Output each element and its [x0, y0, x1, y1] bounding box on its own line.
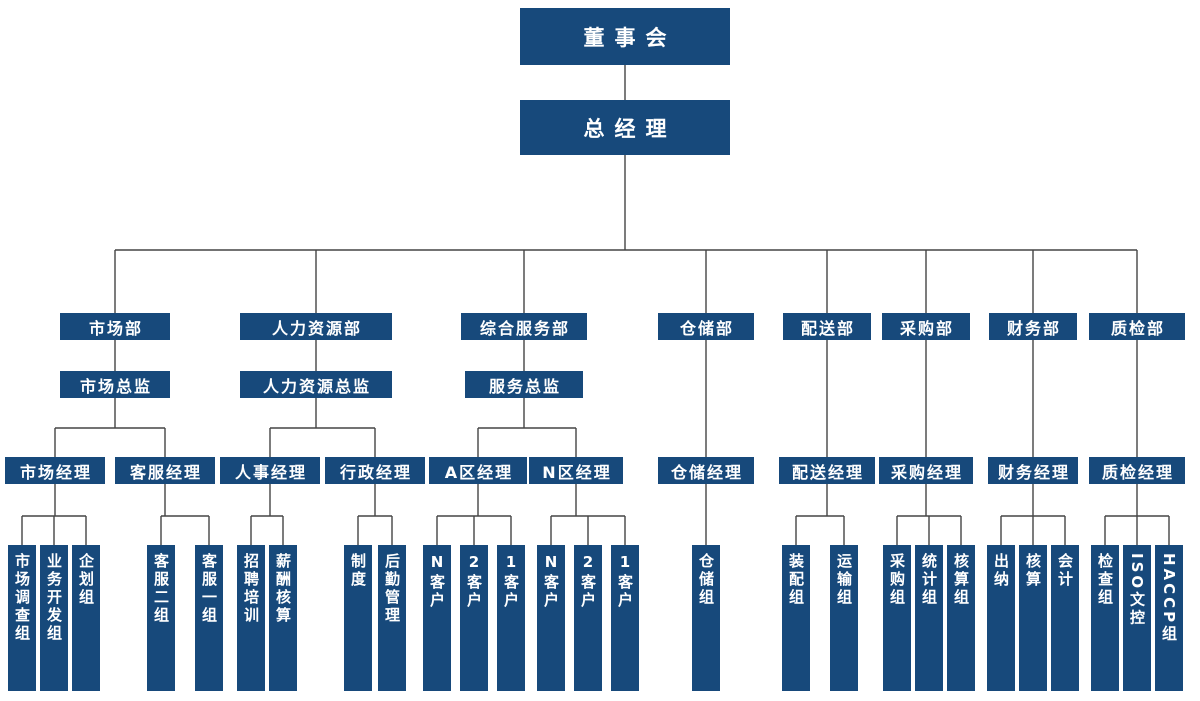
- connector-director-to-managers: [54, 398, 577, 457]
- node-dept-marketing: 市场部: [60, 313, 170, 340]
- node-dept-warehouse: 仓储部: [658, 313, 754, 340]
- node-dept-distribution: 配送部: [783, 313, 871, 340]
- node-dept-procurement: 采购部: [882, 313, 970, 340]
- node-dept-general-services: 综合服务部: [461, 313, 587, 340]
- node-team-assembly: 装配组: [782, 545, 810, 691]
- node-team-customer-service-2: 客服二组: [147, 545, 175, 691]
- node-team-planning: 企划组: [72, 545, 100, 691]
- node-team-area-n-client-2: 2客户: [574, 545, 602, 691]
- node-general-manager: 总经理: [520, 100, 730, 155]
- node-manager-finance: 财务经理: [988, 457, 1078, 484]
- node-team-customer-service-1: 客服一组: [195, 545, 223, 691]
- node-director-marketing: 市场总监: [60, 371, 170, 398]
- node-manager-customer-service: 客服经理: [115, 457, 215, 484]
- node-dept-finance: 财务部: [989, 313, 1077, 340]
- node-team-area-n-client-1: 1客户: [611, 545, 639, 691]
- node-team-transport: 运输组: [830, 545, 858, 691]
- connector-dept-drops: [114, 250, 1138, 313]
- node-team-policy: 制度: [344, 545, 372, 691]
- node-manager-area-a: A区经理: [429, 457, 527, 484]
- node-board-of-directors: 董事会: [520, 8, 730, 65]
- connector-dept-to-director: [114, 340, 525, 371]
- node-team-area-n-client-n: N客户: [537, 545, 565, 691]
- node-team-purchasing: 采购组: [883, 545, 911, 691]
- connector-dept-to-manager-direct: [705, 340, 1138, 457]
- node-team-inspection: 检查组: [1091, 545, 1119, 691]
- node-manager-warehouse: 仓储经理: [658, 457, 754, 484]
- node-manager-quality: 质检经理: [1089, 457, 1185, 484]
- node-team-business-development: 业务开发组: [40, 545, 68, 691]
- node-manager-admin: 行政经理: [325, 457, 425, 484]
- node-manager-distribution: 配送经理: [779, 457, 875, 484]
- node-director-services: 服务总监: [465, 371, 583, 398]
- node-team-recruitment-training: 招聘培训: [237, 545, 265, 691]
- node-team-area-a-client-n: N客户: [423, 545, 451, 691]
- node-team-payroll-accounting: 薪酬核算: [269, 545, 297, 691]
- node-dept-quality: 质检部: [1089, 313, 1185, 340]
- connector-manager-to-teams: [21, 484, 1170, 545]
- node-team-accounting-check: 核算: [1019, 545, 1047, 691]
- node-team-warehouse: 仓储组: [692, 545, 720, 691]
- node-team-haccp: HACCP组: [1155, 545, 1183, 691]
- node-dept-hr: 人力资源部: [240, 313, 392, 340]
- node-team-accountant: 会计: [1051, 545, 1079, 691]
- node-manager-procurement: 采购经理: [879, 457, 973, 484]
- node-manager-personnel: 人事经理: [220, 457, 320, 484]
- node-team-costing: 核算组: [947, 545, 975, 691]
- node-director-hr: 人力资源总监: [240, 371, 392, 398]
- node-team-iso-doc-control: ISO文控: [1123, 545, 1151, 691]
- node-team-market-research: 市场调查组: [8, 545, 36, 691]
- node-team-area-a-client-2: 2客户: [460, 545, 488, 691]
- node-manager-marketing: 市场经理: [5, 457, 105, 484]
- node-team-logistics-management: 后勤管理: [378, 545, 406, 691]
- node-team-area-a-client-1: 1客户: [497, 545, 525, 691]
- node-team-statistics: 统计组: [915, 545, 943, 691]
- node-manager-area-n: N区经理: [529, 457, 623, 484]
- node-team-cashier: 出纳: [987, 545, 1015, 691]
